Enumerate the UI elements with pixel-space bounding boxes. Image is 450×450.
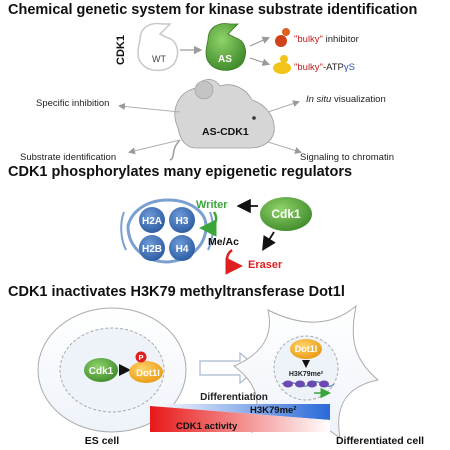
h3-label: H3 xyxy=(176,216,189,227)
section-title-dot1l: CDK1 inactivates H3K79 methyltransferase… xyxy=(8,284,345,300)
wt-label: WT xyxy=(152,54,166,64)
eraser-arrow xyxy=(225,249,243,275)
cdk1-label-panel2: Cdk1 xyxy=(271,207,301,221)
dot1l-label-diff: Dot1l xyxy=(295,344,318,354)
bulky-inhibitor-icon xyxy=(275,28,290,47)
h3k79-nucleus-label: H3K79me² xyxy=(289,371,324,378)
phospho-badge xyxy=(135,351,147,363)
histone-h3 xyxy=(169,207,195,233)
arrow-visualization xyxy=(267,100,300,113)
as-kinase-shape xyxy=(205,23,246,71)
wt-kinase-shape xyxy=(137,22,179,72)
bulky-word-2: "bulky" xyxy=(294,62,323,73)
h2a-label: H2A xyxy=(142,216,162,227)
h3k79-bar-label: H3K79me² xyxy=(250,405,296,416)
h4-label: H4 xyxy=(176,244,189,255)
writer-arrow xyxy=(199,211,218,237)
gamma-s-text: γS xyxy=(344,62,355,73)
in-situ-visualization-label: In situ visualization xyxy=(306,94,386,105)
substrate-identification-label: Substrate identification xyxy=(20,152,116,163)
inhibitor-text: inhibitor xyxy=(323,34,359,45)
arrow-specific-inhibition xyxy=(118,103,181,113)
cdk1-to-eraser-arrow xyxy=(262,231,276,252)
histone-h2a xyxy=(139,207,165,233)
es-cell-label: ES cell xyxy=(85,435,120,447)
chromatin-beads xyxy=(281,380,335,399)
histone-h2b xyxy=(139,235,165,261)
bulky-atp-icon xyxy=(273,55,291,74)
section-title-epigenetic: CDK1 phosphorylates many epigenetic regu… xyxy=(8,164,353,180)
arrow-substrate-identification xyxy=(128,139,181,155)
as-to-inhibitor-arrow xyxy=(249,36,271,47)
me-ac-label: Me/Ac xyxy=(208,236,239,248)
phospho-label: P xyxy=(138,353,143,362)
arrow-signaling xyxy=(267,141,302,154)
cdk1-label: CDK1 xyxy=(115,35,127,65)
cdk1-label-panel3: Cdk1 xyxy=(89,366,114,377)
section-title-chemical-genetic: Chemical genetic system for kinase subst… xyxy=(8,2,418,18)
dot1l-node-diff xyxy=(290,339,322,359)
as-cdk1-label: AS-CDK1 xyxy=(202,126,249,138)
writer-label: Writer xyxy=(196,199,228,211)
cdk1-node-panel2 xyxy=(260,197,312,231)
visualization-text: visualization xyxy=(331,94,385,105)
atp-label: "bulky"-ATPγS xyxy=(294,62,355,73)
as-label: AS xyxy=(218,54,232,65)
h2b-label: H2B xyxy=(142,244,162,255)
cdk1-activity-gradient-bar xyxy=(150,406,330,432)
mouse-icon xyxy=(169,79,275,161)
in-situ-text: In situ xyxy=(306,94,332,105)
dot1l-node-es xyxy=(129,361,163,383)
signaling-to-chromatin-label: Signaling to chromatin xyxy=(300,152,394,163)
inhibitor-label: "bulky" inhibitor xyxy=(294,34,359,45)
eraser-label: Eraser xyxy=(248,259,283,271)
bulky-word-1: "bulky" xyxy=(294,34,323,45)
dot1l-label-es: Dot1l xyxy=(136,368,160,379)
h3k79-gradient-bar xyxy=(150,404,330,420)
differentiation-label: Differentiation xyxy=(200,392,268,403)
histone-h4 xyxy=(169,235,195,261)
as-to-atp-arrow xyxy=(249,57,271,66)
differentiated-cell-label: Differentiated cell xyxy=(336,435,424,447)
specific-inhibition-label: Specific inhibition xyxy=(36,98,109,109)
cdk1-node-panel3 xyxy=(84,358,118,382)
atp-text: -ATP xyxy=(323,62,344,73)
cdk1-activity-label: CDK1 activity xyxy=(176,421,238,432)
